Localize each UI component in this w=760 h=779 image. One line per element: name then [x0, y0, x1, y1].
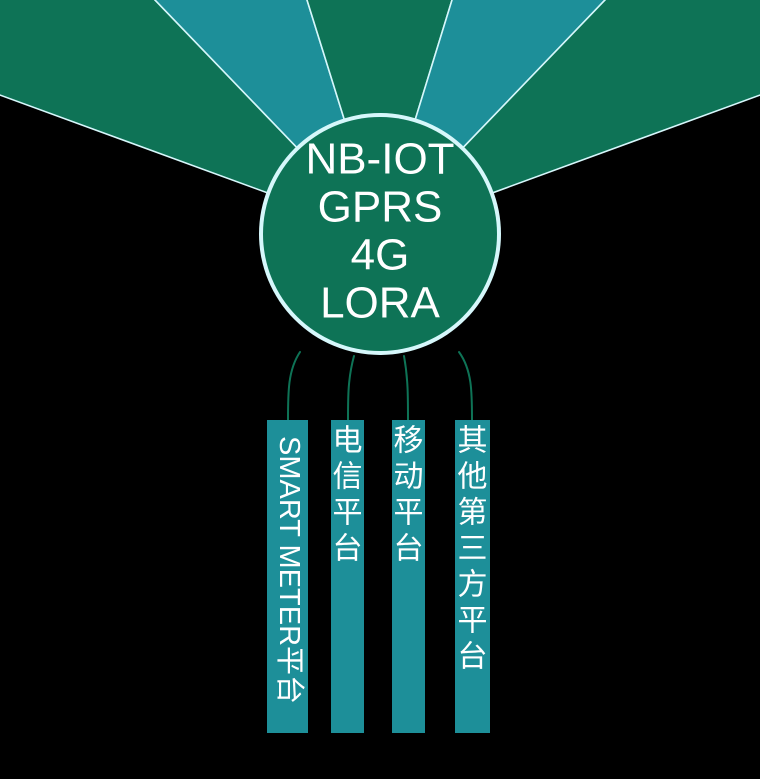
- connector-line-4: [458, 351, 473, 421]
- platform-bar-label-4-char-5: 方: [458, 568, 488, 603]
- platform-bar-label-3-char-3: 平: [394, 496, 424, 531]
- platform-bar-label-4-char-6: 平: [458, 604, 488, 639]
- hub-to-platform-connectors: [287, 351, 473, 421]
- platform-bar-label-4-char-4: 三: [458, 532, 488, 567]
- platform-bar-label-2-char-1: 电: [333, 424, 363, 459]
- platform-bar-label-4-char-1: 其: [458, 424, 488, 459]
- platform-bar-fill-4[interactable]: [455, 420, 490, 733]
- hub-line-1: NB-IOT: [305, 135, 454, 184]
- hub-line-4: LORA: [320, 279, 440, 328]
- hub-circle[interactable]: [263, 117, 497, 351]
- hub-line-2: GPRS: [318, 183, 443, 232]
- connector-line-3: [403, 355, 409, 421]
- platform-bar-label-4-char-2: 他: [458, 460, 488, 495]
- platform-bar-fill-1[interactable]: [267, 420, 308, 733]
- platform-bar-fill-3[interactable]: [392, 420, 425, 733]
- platform-bar-label-3-char-1: 移: [394, 424, 424, 459]
- hub-line-3: 4G: [351, 231, 410, 280]
- platform-bar-label-4-char-7: 台: [458, 640, 488, 675]
- platform-bar-label-2-char-4: 台: [333, 532, 363, 567]
- platform-bar-label-2-char-2: 信: [333, 460, 363, 495]
- platform-bar-label-2-char-3: 平: [333, 496, 363, 531]
- platform-bar-fill-2[interactable]: [331, 420, 364, 733]
- platform-bar-group: SMART METER平台电信平台移动平台其他第三方平台: [267, 420, 490, 733]
- platform-bar-label-1: SMART METER平台: [273, 436, 306, 704]
- connector-line-2: [347, 355, 355, 421]
- platform-bar[interactable]: SMART METER平台: [267, 420, 308, 733]
- platform-bar-label-3-char-2: 动: [394, 460, 424, 495]
- platform-bar-label-4-char-3: 第: [458, 496, 488, 531]
- platform-bar-label-3-char-4: 台: [394, 532, 424, 567]
- connector-line-1: [287, 351, 301, 421]
